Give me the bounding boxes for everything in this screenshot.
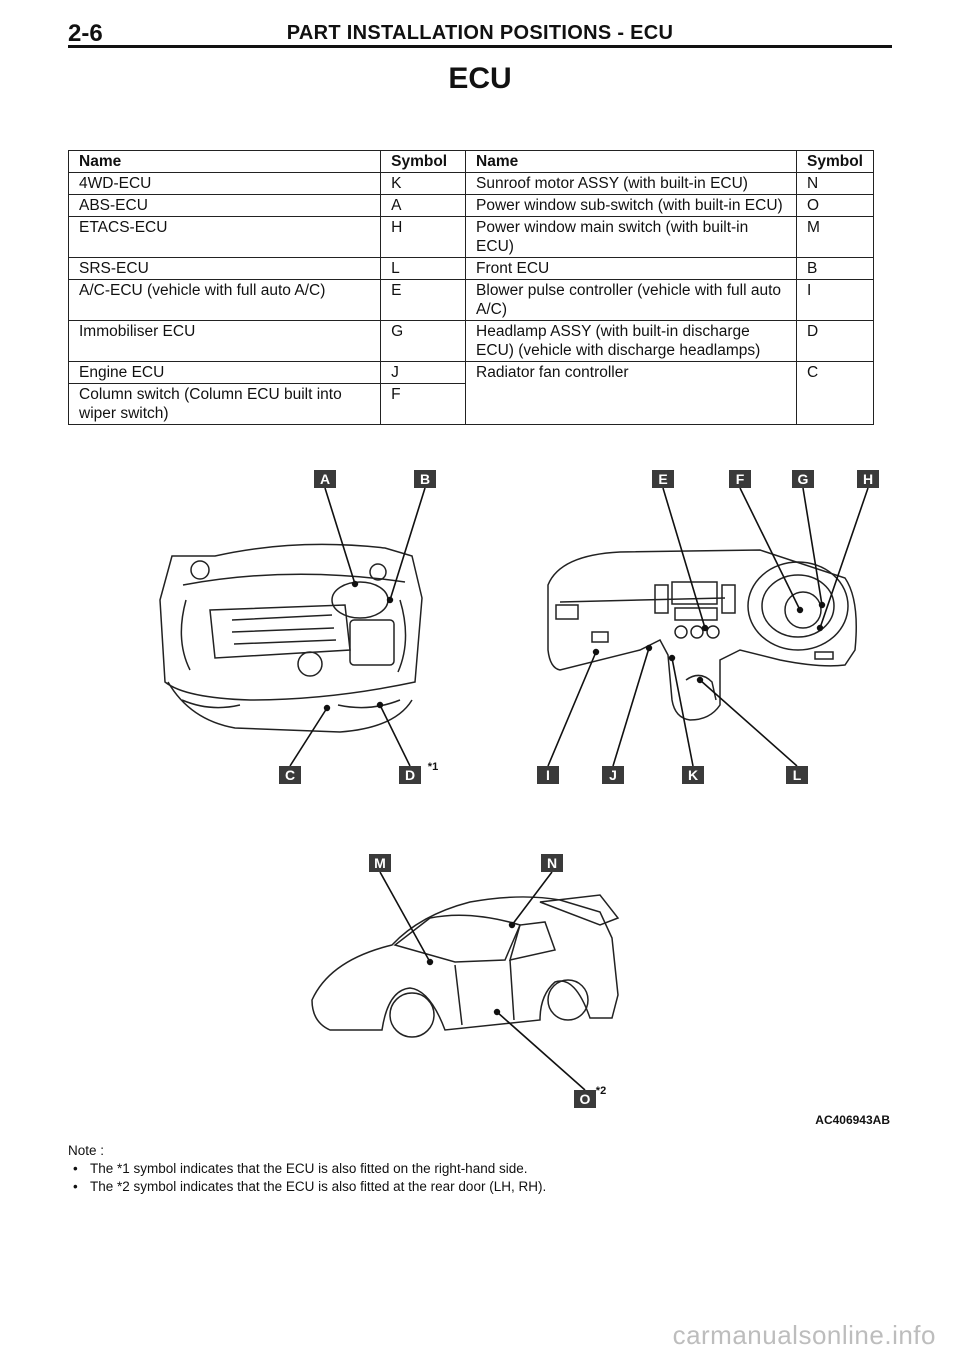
cell-symbol: F	[380, 383, 467, 425]
callout-h: H	[857, 470, 879, 488]
callout-n: N	[541, 854, 563, 872]
callout-c: C	[279, 766, 301, 784]
table-row: Column switch (Column ECU built into wip…	[67, 383, 874, 425]
watermark: carmanualsonline.info	[672, 1320, 936, 1350]
cell-name: Headlamp ASSY (with built-in discharge E…	[465, 320, 797, 362]
header-rule	[68, 45, 892, 48]
cell-name: Front ECU	[465, 257, 797, 280]
header-symbol-2: Symbol	[795, 150, 875, 173]
car-side-illustration	[311, 894, 620, 1038]
callout-b: B	[414, 470, 436, 488]
section-title: ECU	[448, 62, 512, 95]
cell-name: Power window sub-switch (with built-in E…	[465, 194, 797, 217]
cell-name: Power window main switch (with built-in …	[465, 216, 797, 258]
svg-text:*2: *2	[596, 1085, 606, 1097]
svg-text:L: L	[793, 767, 802, 783]
callout-k: K	[682, 766, 704, 784]
header-symbol-1: Symbol	[380, 150, 467, 173]
table-row: SRS-ECU L Front ECU B	[67, 257, 875, 280]
cell-symbol: B	[795, 257, 875, 280]
cell-symbol: G	[380, 320, 467, 362]
note-item: The *2 symbol indicates that the ECU is …	[68, 1178, 546, 1196]
cell-symbol: K	[380, 172, 467, 195]
cell-symbol: H	[380, 216, 467, 258]
table-row: A/C-ECU (vehicle with full auto A/C) E B…	[67, 279, 875, 321]
svg-text:M: M	[374, 855, 386, 871]
table-row: ETACS-ECU H Power window main switch (wi…	[67, 216, 875, 258]
svg-text:E: E	[658, 471, 667, 487]
svg-text:D: D	[405, 767, 415, 783]
page-number: 2-6	[68, 20, 103, 47]
ecu-location-diagram: A B C D *1 E F G H I J K L M N O *2 AC40…	[159, 470, 890, 1127]
note-list: The *1 symbol indicates that the ECU is …	[68, 1160, 546, 1196]
cell-symbol: M	[795, 216, 875, 258]
header-name-1: Name	[67, 150, 382, 173]
cell-symbol: L	[380, 257, 467, 280]
figure-code: AC406943AB	[815, 1113, 890, 1127]
svg-text:K: K	[688, 767, 698, 783]
cell-symbol: C	[795, 361, 875, 425]
cell-symbol: A	[380, 194, 467, 217]
cell-name: Radiator fan controller	[465, 361, 797, 425]
header-name-2: Name	[465, 150, 797, 173]
svg-text:O: O	[580, 1091, 591, 1107]
table-row: Immobiliser ECU G Headlamp ASSY (with bu…	[67, 320, 875, 362]
cell-name: SRS-ECU	[67, 257, 382, 280]
cell-symbol: O	[795, 194, 875, 217]
cell-symbol: E	[380, 279, 467, 321]
svg-text:A: A	[320, 471, 330, 487]
leader-lines	[289, 487, 869, 1091]
callout-a: A	[314, 470, 336, 488]
callout-f: F	[729, 470, 751, 488]
note-heading: Note :	[68, 1143, 105, 1158]
table-row: ABS-ECU A Power window sub-switch (with …	[67, 194, 875, 217]
cell-name: Blower pulse controller (vehicle with fu…	[465, 279, 797, 321]
ecu-table: Name Symbol Name Symbol 4WD-ECU K Sunroo…	[67, 150, 875, 425]
svg-text:N: N	[547, 855, 557, 871]
note: Note : The *1 symbol indicates that the …	[68, 1142, 546, 1196]
svg-text:G: G	[798, 471, 809, 487]
cell-symbol: N	[795, 172, 875, 195]
cell-name: Engine ECU	[67, 361, 382, 384]
callout-i: I	[537, 766, 559, 784]
svg-text:J: J	[609, 767, 617, 783]
cell-name: Sunroof motor ASSY (with built-in ECU)	[465, 172, 797, 195]
table-header-row: Name Symbol Name Symbol	[67, 150, 875, 173]
callout-m: M	[369, 854, 391, 872]
callout-labels: A B C D *1 E F G H I J K L M N O *2 AC40…	[279, 470, 890, 1127]
svg-text:I: I	[546, 767, 550, 783]
cell-name: Column switch (Column ECU built into wip…	[67, 383, 382, 425]
svg-text:B: B	[420, 471, 430, 487]
callout-j: J	[602, 766, 624, 784]
cell-name: 4WD-ECU	[67, 172, 382, 195]
note-item: The *1 symbol indicates that the ECU is …	[68, 1160, 546, 1178]
cell-symbol: J	[380, 361, 467, 384]
callout-l: L	[786, 766, 808, 784]
cell-name: Immobiliser ECU	[67, 320, 382, 362]
callout-e: E	[652, 470, 674, 488]
callout-d: D *1	[399, 761, 438, 784]
svg-text:C: C	[285, 767, 295, 783]
svg-text:F: F	[736, 471, 745, 487]
cell-name: ETACS-ECU	[67, 216, 382, 258]
svg-text:*1: *1	[428, 761, 438, 773]
cell-symbol: I	[795, 279, 875, 321]
header-title: PART INSTALLATION POSITIONS - ECU	[286, 22, 674, 44]
cell-name: ABS-ECU	[67, 194, 382, 217]
callout-g: G	[792, 470, 814, 488]
table-row: Engine ECU J Radiator fan controller C	[67, 361, 875, 425]
table-row: 4WD-ECU K Sunroof motor ASSY (with built…	[67, 172, 875, 195]
callout-o: O *2	[574, 1085, 606, 1108]
cell-name: A/C-ECU (vehicle with full auto A/C)	[67, 279, 382, 321]
cell-symbol: D	[795, 320, 875, 362]
svg-text:H: H	[863, 471, 873, 487]
dashboard-illustration	[547, 549, 857, 721]
